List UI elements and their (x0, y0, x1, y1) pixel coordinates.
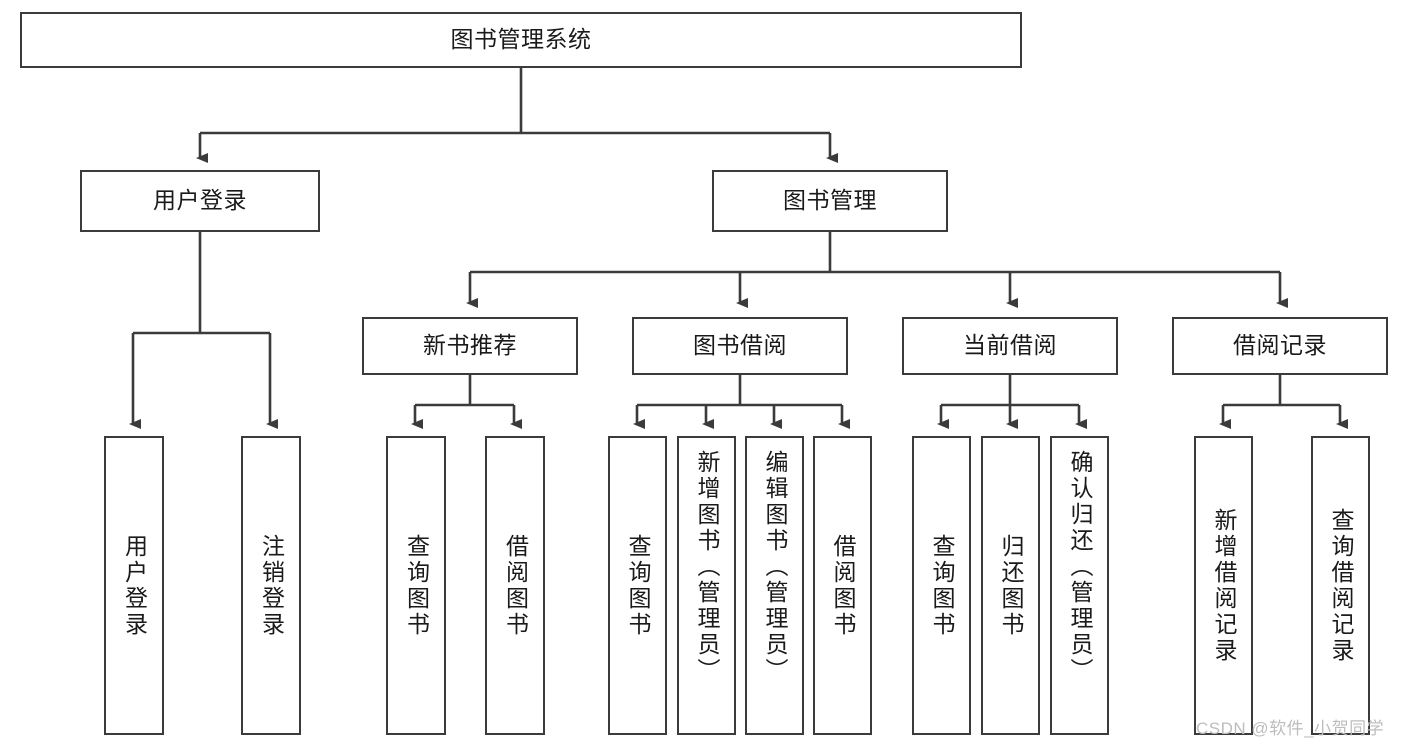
node-label: 借阅记录 (1233, 332, 1327, 359)
node-label: 图书借阅 (693, 332, 787, 359)
node-label: 新增图书（管理员） (694, 450, 720, 684)
leaf-borrow-add-book[interactable]: 新增图书（管理员） (677, 436, 736, 735)
node-label: 归还图书 (998, 533, 1024, 638)
node-label: 查询图书 (929, 533, 955, 638)
leaf-current-return-book[interactable]: 归还图书 (981, 436, 1040, 735)
node-label: 图书管理系统 (450, 26, 592, 53)
leaf-new-book-borrow[interactable]: 借阅图书 (485, 436, 545, 735)
leaf-record-query[interactable]: 查询借阅记录 (1311, 436, 1370, 735)
node-new-book-recommend[interactable]: 新书推荐 (362, 317, 578, 375)
leaf-current-query-book[interactable]: 查询图书 (912, 436, 971, 735)
node-label: 用户登录 (121, 533, 148, 638)
leaf-user-login-signin[interactable]: 用户登录 (104, 436, 164, 735)
node-label: 图书管理 (783, 187, 877, 214)
leaf-borrow-query-book[interactable]: 查询图书 (608, 436, 667, 735)
node-label: 查询借阅记录 (1328, 507, 1354, 664)
node-label: 用户登录 (153, 187, 247, 214)
node-user-login[interactable]: 用户登录 (80, 170, 320, 232)
node-book-borrow[interactable]: 图书借阅 (632, 317, 848, 375)
node-label: 借阅图书 (830, 533, 856, 638)
node-label: 编辑图书（管理员） (762, 450, 788, 684)
node-label: 确认归还（管理员） (1067, 450, 1093, 684)
node-label: 查询图书 (403, 533, 430, 638)
node-label: 查询图书 (625, 533, 651, 638)
leaf-borrow-edit-book[interactable]: 编辑图书（管理员） (745, 436, 804, 735)
leaf-current-confirm-return[interactable]: 确认归还（管理员） (1050, 436, 1109, 735)
node-label: 新书推荐 (423, 332, 517, 359)
node-label: 注销登录 (258, 533, 285, 638)
node-label: 借阅图书 (502, 533, 529, 638)
leaf-record-add[interactable]: 新增借阅记录 (1194, 436, 1253, 735)
node-book-management[interactable]: 图书管理 (712, 170, 948, 232)
node-root-system[interactable]: 图书管理系统 (20, 12, 1022, 68)
node-label: 新增借阅记录 (1211, 507, 1237, 664)
leaf-new-book-query[interactable]: 查询图书 (386, 436, 446, 735)
leaf-borrow-borrow-book[interactable]: 借阅图书 (813, 436, 872, 735)
node-label: 当前借阅 (963, 332, 1057, 359)
leaf-user-login-signout[interactable]: 注销登录 (241, 436, 301, 735)
node-current-borrow[interactable]: 当前借阅 (902, 317, 1118, 375)
node-borrow-record[interactable]: 借阅记录 (1172, 317, 1388, 375)
